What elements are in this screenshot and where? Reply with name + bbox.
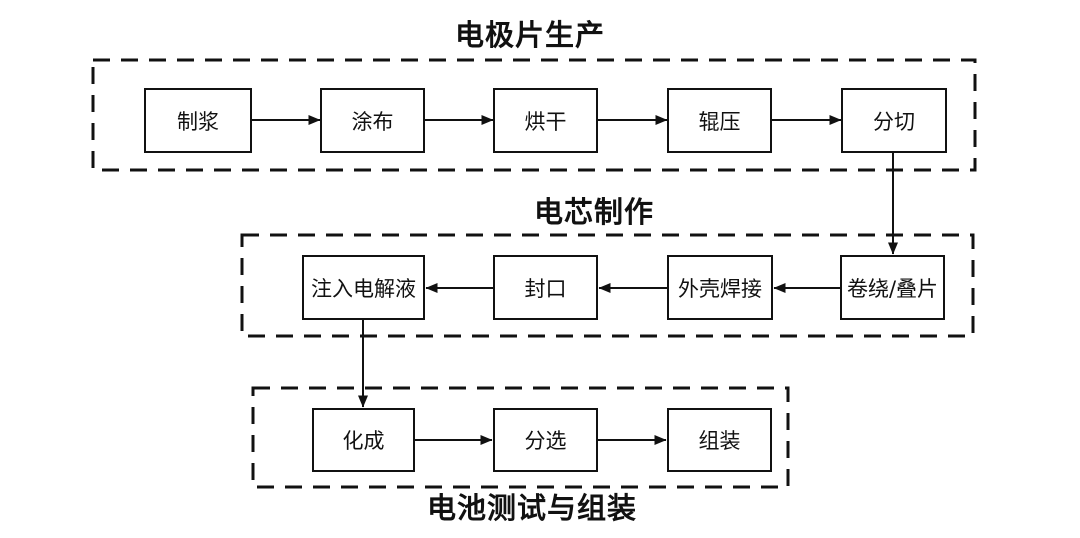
step-coating: 涂布 <box>320 88 425 153</box>
step-case-welding: 外壳焊接 <box>667 255 773 320</box>
stage-testing-assembly-border <box>251 386 790 489</box>
step-electrolyte-filling: 注入电解液 <box>302 255 425 320</box>
stage-title-testing-assembly: 电池测试与组装 <box>426 491 637 525</box>
step-formation: 化成 <box>312 408 415 472</box>
stage-title-electrode-production: 电极片生产 <box>454 18 605 52</box>
step-slitting: 分切 <box>841 88 947 153</box>
step-sorting: 分选 <box>493 408 598 472</box>
stage-electrode-production-border <box>91 58 977 172</box>
step-calendering: 辊压 <box>667 88 772 153</box>
step-drying: 烘干 <box>493 88 598 153</box>
step-assembly: 组装 <box>667 408 772 472</box>
stage-cell-fabrication-border <box>240 233 975 338</box>
step-winding-stacking: 卷绕/叠片 <box>840 255 945 320</box>
stage-title-cell-fabrication: 电芯制作 <box>533 195 654 229</box>
step-slurry-making: 制浆 <box>144 88 252 153</box>
step-sealing: 封口 <box>493 255 598 320</box>
